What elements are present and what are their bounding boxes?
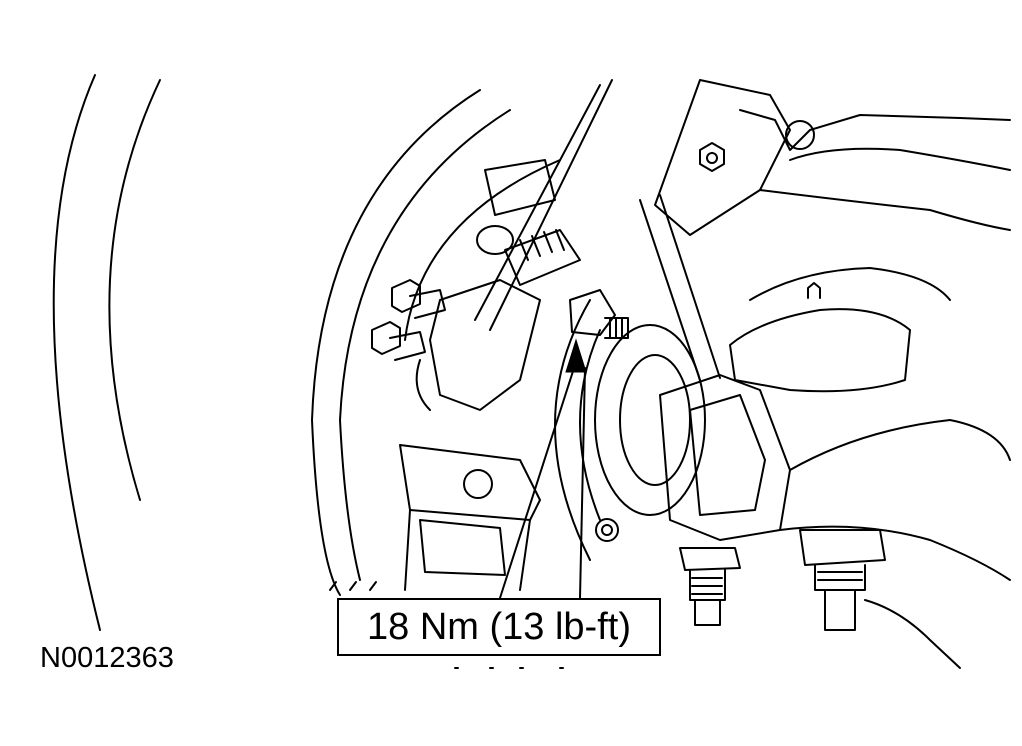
callout-leader-left: [499, 364, 576, 599]
target-nut: [569, 289, 616, 336]
torque-value: 18 Nm (13 lb-ft): [367, 605, 631, 648]
callout-leader-right: [579, 367, 586, 599]
control-arm: [654, 79, 791, 236]
bolt-upper: [391, 279, 421, 313]
torque-callout: 18 Nm (13 lb-ft): [337, 598, 661, 656]
hub-outer: [594, 324, 706, 516]
backing-plate-inner: [339, 109, 511, 581]
tire-inner-arc: [108, 79, 161, 501]
arm-nut: [699, 142, 725, 172]
lower-arm: [659, 374, 791, 541]
torque-arrow: [565, 338, 587, 373]
lower-nut-left: [679, 547, 741, 571]
bolt-lower: [371, 321, 401, 355]
tire-outer-arc: [52, 74, 101, 631]
stabilizer-link: [639, 194, 721, 381]
tie-rod-boot: [476, 225, 514, 255]
tie-rod-end: [429, 279, 541, 411]
caliper-bracket: [399, 444, 541, 521]
knuckle-bolt: [595, 518, 619, 542]
hub-inner: [619, 354, 691, 486]
figure-id: N0012363: [40, 642, 174, 674]
backing-plate-rim: [404, 159, 561, 341]
backing-plate-outer: [311, 89, 481, 596]
arm-bushing: [785, 120, 815, 150]
grease-fitting: [807, 282, 821, 299]
bracket-hole: [463, 469, 493, 499]
lower-nut-right: [799, 529, 886, 566]
